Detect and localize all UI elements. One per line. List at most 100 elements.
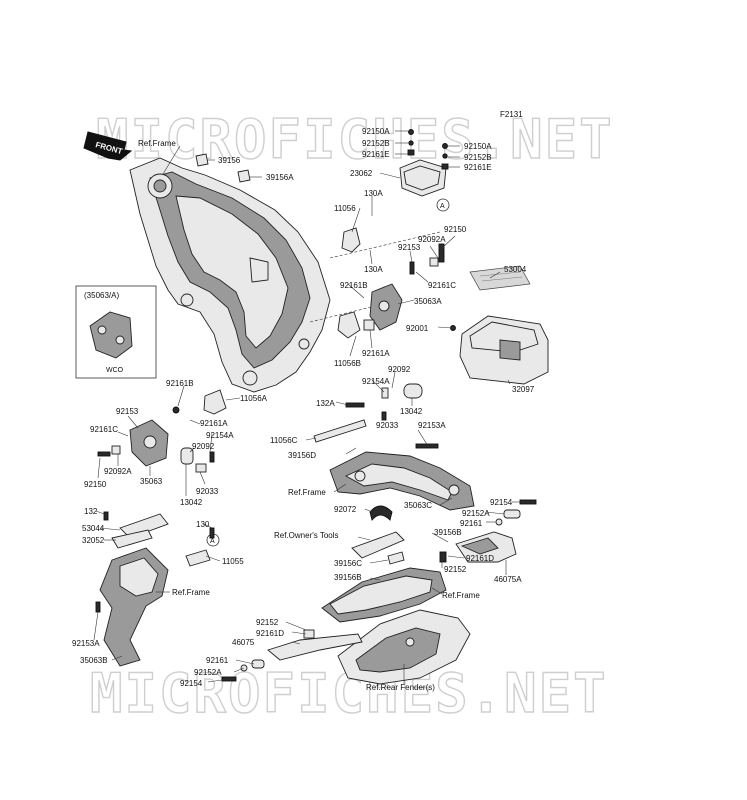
strap-92072 [369,505,393,521]
frame-drawing [129,157,331,393]
rear-subframe [321,567,447,623]
callout-92152-r: 92152 [444,565,467,574]
callout-92001: 92001 [406,324,429,333]
callout-11056a: 11056A [240,394,268,403]
bracket-23062 [399,159,447,197]
callout-ref-rear-fender: Ref.Rear Fender(s) [366,683,435,692]
callout-35063: 35063 [140,477,163,486]
callout-92161c-r: 92161C [428,281,456,290]
washer-92092-r [381,387,389,399]
callout-132a: 132A [316,399,335,408]
callout-39156d: 39156D [288,451,316,460]
callout-92161b-r: 92161B [340,281,368,290]
callout-ref-frame-top: Ref.Frame [138,139,176,148]
callout-92161a-l: 92161A [200,419,228,428]
callout-92152a-l: 92152A [194,668,222,677]
callout-92092-l: 92092 [192,442,215,451]
callout-92161a-r: 92161A [362,349,390,358]
rod-11056c [313,419,367,443]
callout-32052: 32052 [82,536,105,545]
callout-92150: 92150 [444,225,467,234]
callout-39156: 39156 [218,156,241,165]
rear-bracket-35063c [329,443,475,511]
rear-fender [337,609,471,685]
callout-35063c: 35063C [404,501,432,510]
bolt-130 [209,527,215,539]
callout-92092-r: 92092 [388,365,411,374]
callout-92152b-l: 92152B [362,139,390,148]
callout-92154-l: 92154 [180,679,203,688]
bolt-stack-top [407,129,449,170]
callout-13042-l: 13042 [180,498,203,507]
dash-line-top [329,231,441,259]
inset-box: (35063/A) WCO [75,285,157,379]
callout-92154-r: 92154 [490,498,513,507]
tool-case-32097 [459,315,549,385]
clip-39156a [237,169,251,183]
callout-92150-l: 92150 [84,480,107,489]
callout-labels: Ref.Frame 39156 39156A 92150A 92152B 921… [72,127,535,692]
callout-92161c-l: 92161C [90,425,118,434]
clip-39156c [387,551,405,565]
callout-92153-l: 92153 [116,407,139,416]
callout-11056: 11056 [334,204,356,213]
leader-lines [93,130,524,684]
callout-11056b: 11056B [334,359,361,368]
svg-text:A: A [440,203,445,210]
figure-code: F2131 [500,110,523,119]
callout-92161e-l: 92161E [362,150,390,159]
callout-35063b: 35063B [80,656,108,665]
callout-53044: 53044 [82,524,105,533]
callout-92150a-l: 92150A [362,127,390,136]
callout-130a-2: 130A [364,265,383,274]
callout-32097: 32097 [512,385,535,394]
callout-92161-r: 92161 [460,519,483,528]
callout-92033-r: 92033 [376,421,399,430]
callout-ref-frame-low: Ref.Frame [442,591,480,600]
callout-ref-frame-mid: Ref.Frame [288,488,326,497]
callout-92161e-r: 92161E [464,163,492,172]
callout-39156b-r: 39156B [434,528,462,537]
callout-130: 130 [196,520,210,529]
marker-a-top: A [436,198,450,212]
callout-132: 132 [84,507,98,516]
clip-39156 [195,153,209,167]
inset-title: (35063/A) [84,291,119,300]
callout-92152-l: 92152 [256,618,279,627]
bracket-35063b [95,511,169,667]
callout-92153a-r: 92153A [418,421,446,430]
callout-92161-l: 92161 [206,656,229,665]
front-arrow-icon: FRONT [83,131,133,161]
callout-13042-r: 13042 [400,407,423,416]
callout-23062: 23062 [350,169,373,178]
inset-caption: WCO [106,367,124,374]
svg-text:A: A [210,538,215,545]
callout-11056c: 11056C [270,436,298,445]
tool-kit [351,531,405,559]
collar-13042-r [403,383,423,399]
callout-11055: 11055 [222,557,244,566]
footpeg-46075a [439,499,537,563]
bracket-11055 [185,549,211,567]
callout-39156b-c: 39156B [334,573,362,582]
callout-53004: 53004 [504,265,527,274]
callout-130a-1: 130A [364,189,383,198]
bracket-11056 [341,227,361,253]
callout-92152a-r: 92152A [462,509,490,518]
callout-39156c: 39156C [334,559,362,568]
callout-39156a: 39156A [266,173,294,182]
bracket-35063a [337,283,403,339]
callout-92152b-r: 92152B [464,153,492,162]
callout-92033-l: 92033 [196,487,219,496]
callout-46075: 46075 [232,638,255,647]
callout-92092a: 92092A [418,235,446,244]
callout-46075a: 46075A [494,575,522,584]
callout-ref-frame-left: Ref.Frame [172,588,210,597]
callout-92150a-r: 92150A [464,142,492,151]
collar-11056b [363,319,375,331]
callout-92161b-l: 92161B [166,379,194,388]
label-sticker-53004 [469,265,531,291]
callout-92161d-l: 92161D [256,629,284,638]
callout-92072: 92072 [334,505,357,514]
